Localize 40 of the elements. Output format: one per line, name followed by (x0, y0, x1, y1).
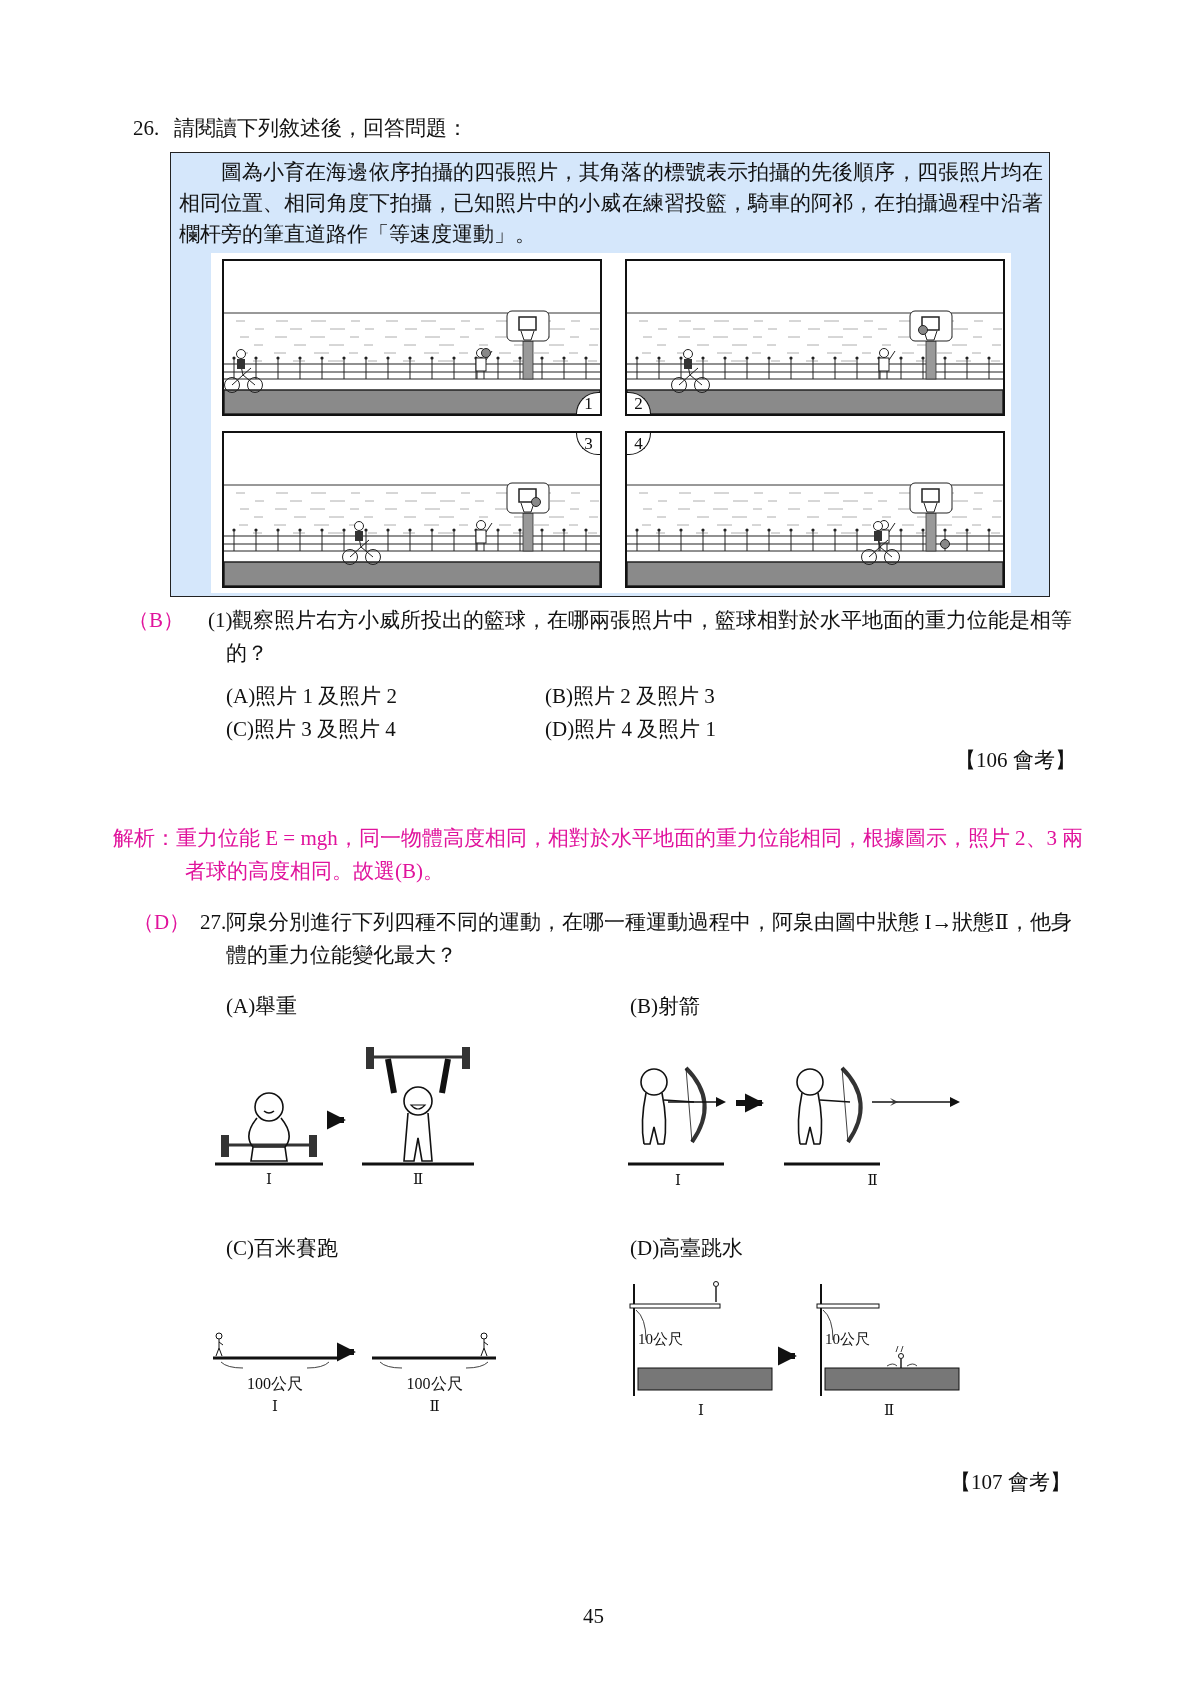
arrow (336, 1342, 356, 1362)
question-text: (C)百米賽跑 (226, 1235, 339, 1262)
state-label: Ⅰ (675, 1171, 681, 1190)
question-text: 27.阿泉分別進行下列四種不同的運動，在哪一種運動過程中，阿泉由圖中狀態 I→狀態Ⅱ，他身體的重力位能變化最大？ (200, 909, 1073, 969)
question-text: 解析：重力位能 E = mgh，同一物體高度相同，相對於水平地面的重力位能相同，根據圖示，照片 2、3 兩者球的高度相同。故選(B)。 (113, 825, 1085, 885)
state-label: Ⅰ (272, 1397, 278, 1416)
distance-label: 100公尺 (247, 1374, 303, 1394)
question-text: 45 (583, 1603, 605, 1630)
height-label: 10公尺 (825, 1330, 870, 1348)
passage-text: 圖為小育在海邊依序拍攝的四張照片，其角落的標號表示拍攝的先後順序，四張照片均在相同位置、相同角度下拍攝，已知照片中的小威在練習投籃，騎車的阿祁，在拍攝過程中沿著欄杆旁的筆直道路作「等速度運動」。 (178, 159, 1044, 248)
arrow (736, 1093, 764, 1113)
question-text: 【107 會考】 (950, 1469, 1072, 1496)
running-track-drawing (213, 1330, 337, 1372)
question-text: (A)舉重 (226, 993, 299, 1020)
question-text: (B)射箭 (630, 993, 701, 1020)
state-label: Ⅱ (883, 1401, 895, 1420)
state-label: Ⅱ (429, 1397, 440, 1416)
distance-label: 100公尺 (406, 1374, 463, 1394)
state-label: Ⅰ (266, 1170, 272, 1189)
question-text: (C)照片 3 及照片 4 (226, 716, 397, 743)
question-text: (B)照片 2 及照片 3 (545, 683, 716, 710)
question-text: (D)照片 4 及照片 1 (545, 716, 717, 743)
question-text: 【106 會考】 (955, 747, 1077, 774)
height-label: 10公尺 (638, 1330, 683, 1348)
question-text: (D)高臺跳水 (630, 1235, 745, 1262)
question-text: (1)觀察照片右方小威所投出的籃球，在哪兩張照片中，籃球相對於水平地面的重力位能是相等的？ (208, 607, 1074, 667)
photo-number: 4 (627, 433, 651, 455)
running-track-drawing (372, 1330, 497, 1372)
arrow (777, 1346, 797, 1366)
question-text: （B） (128, 607, 185, 634)
state-label: Ⅱ (412, 1170, 424, 1189)
state-label: Ⅰ (698, 1401, 704, 1420)
passage-box (170, 152, 1050, 597)
question-text: 26. (133, 115, 161, 142)
photo-number: 3 (576, 433, 600, 455)
arrow (326, 1110, 346, 1130)
question-text: 請閱讀下列敘述後，回答問題： (174, 115, 469, 142)
state-label: Ⅱ (867, 1171, 878, 1190)
question-text: （D） (133, 909, 192, 936)
question-text: (A)照片 1 及照片 2 (226, 683, 398, 710)
